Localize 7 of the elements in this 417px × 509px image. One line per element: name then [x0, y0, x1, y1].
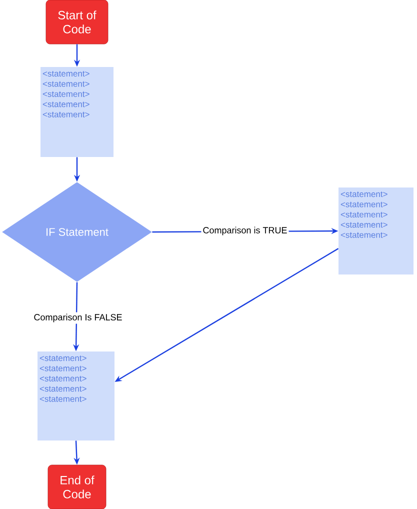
statement-box: <statement> <statement> <statement> <statement> <statement> [40, 67, 114, 157]
terminal-box: End of Code [48, 464, 106, 509]
statement-box: <statement> <statement> <statement> <statement> <statement> [38, 352, 114, 440]
statement-box: <statement> <statement> <statement> <statement> <statement> [338, 188, 414, 274]
edge-label: Comparison is TRUE [201, 225, 289, 237]
terminal-box: Start of Code [46, 0, 108, 44]
edge-label: Comparison Is FALSE [32, 312, 124, 324]
